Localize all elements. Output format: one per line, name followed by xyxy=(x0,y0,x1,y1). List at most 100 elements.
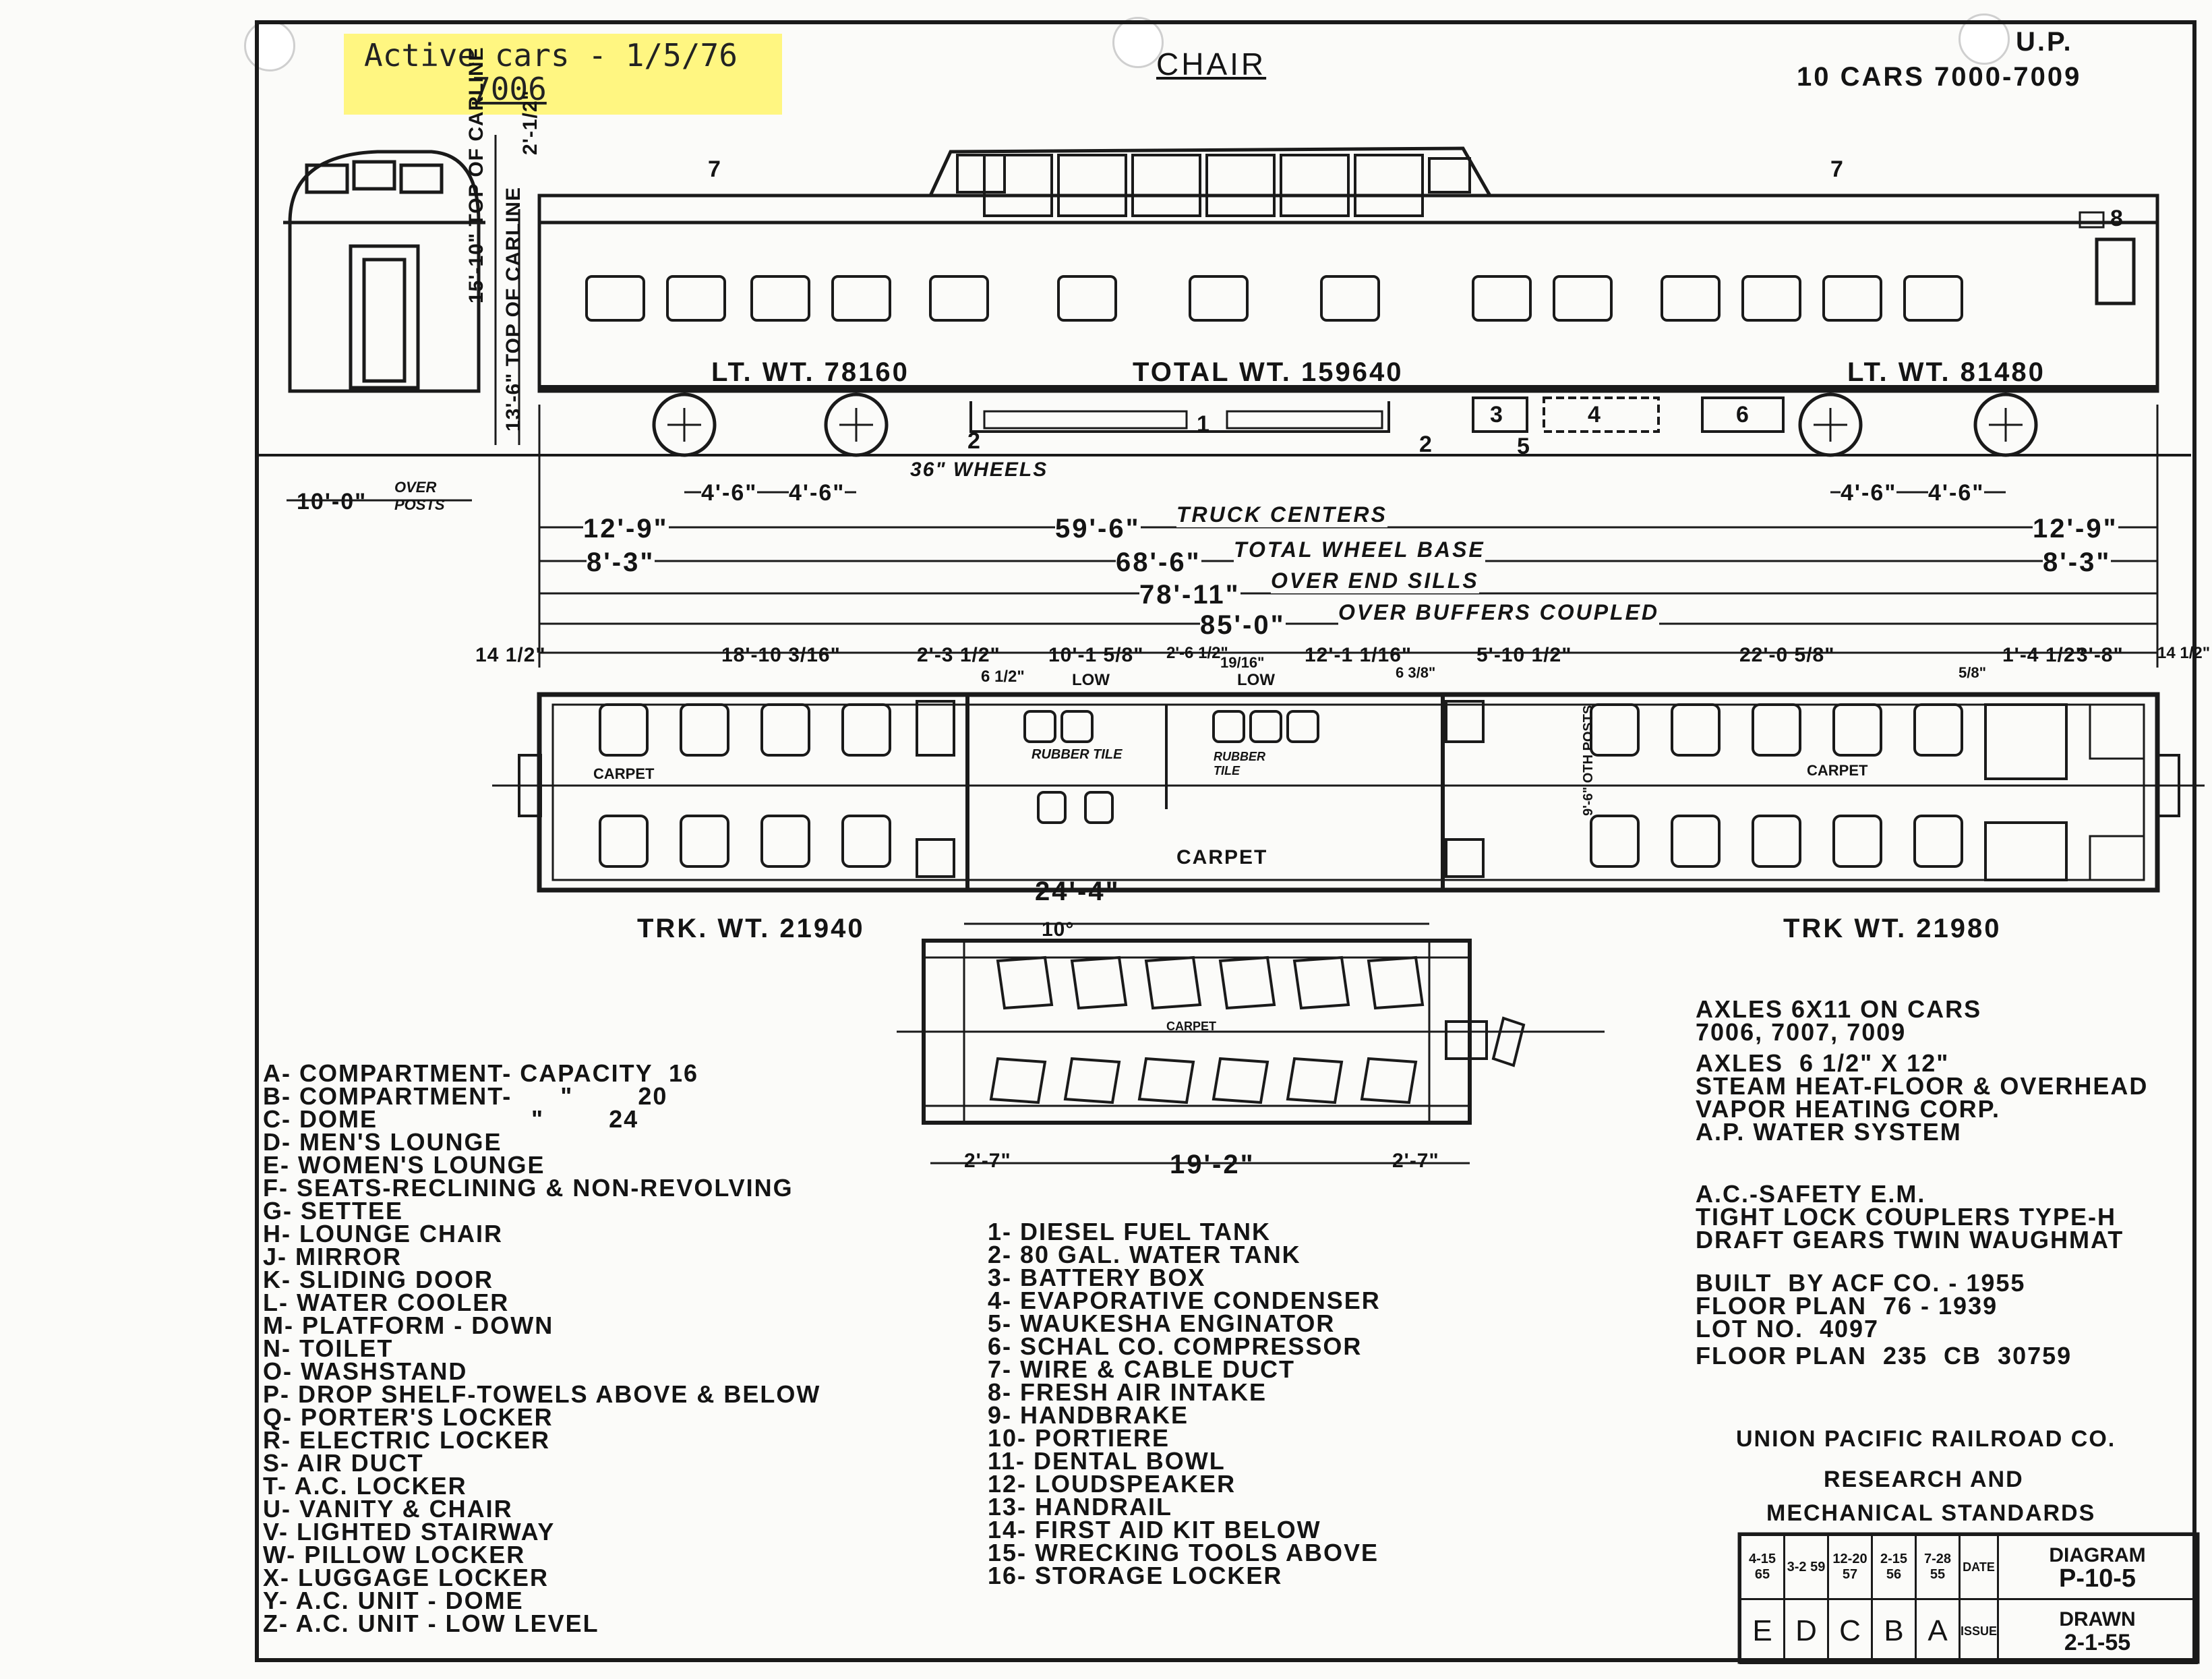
legend-item: N- TOILET xyxy=(263,1334,394,1362)
equipment-item: 11- DENTAL BOWL xyxy=(988,1447,1226,1475)
equipment-item: 16- STORAGE LOCKER xyxy=(988,1562,1283,1589)
dim-end-to-wheel: 8'-3" xyxy=(587,548,655,578)
page-title: CHAIR xyxy=(1156,47,1267,82)
issue-a: A xyxy=(1915,1598,1961,1664)
equipment-item: 9- HANDBRAKE xyxy=(988,1401,1189,1429)
spec-heat: STEAM HEAT-FLOOR & OVERHEAD xyxy=(1696,1072,2149,1100)
dim-f-d: 6 1/2" xyxy=(981,668,1025,686)
legend-item: K- SLIDING DOOR xyxy=(263,1266,494,1293)
dim-truck-centers-label: TRUCK CENTERS xyxy=(1176,502,1387,527)
title-block: 4-15 65 3-2 59 12-20 57 2-15 56 7-28 55 … xyxy=(1739,1534,2198,1664)
drawing-border xyxy=(255,20,2196,1662)
legend-item: V- LIGHTED STAIRWAY xyxy=(263,1518,556,1545)
note-line-1: Active cars - 1/5/76 xyxy=(364,37,738,73)
dim-truck-left-2: 4'-6" xyxy=(789,480,845,506)
dim-over-posts-label: OVER POSTS xyxy=(394,479,445,513)
equipment-item: 3- BATTERY BOX xyxy=(988,1264,1206,1291)
dim-end-sills-label: OVER END SILLS xyxy=(1271,568,1479,593)
company-dept-2: MECHANICAL STANDARDS xyxy=(1766,1500,2096,1526)
end-elevation-outline xyxy=(288,150,481,393)
dim-buffers-label: OVER BUFFERS COUPLED xyxy=(1338,600,1660,625)
spec-floorplan-1: FLOOR PLAN 76 - 1939 xyxy=(1696,1292,1998,1320)
dim-truck-centers: 59'-6" xyxy=(1055,514,1141,544)
dim-dome-length: 24'-4" xyxy=(1035,877,1120,906)
dim-top-carline: 15'-10" TOP OF CARLINE xyxy=(465,47,487,303)
initials: U.P. xyxy=(2016,27,2073,57)
floor-plan-outline xyxy=(492,692,2205,893)
car-body-outline xyxy=(537,194,2159,393)
dim-dome-a: 2'-7" xyxy=(964,1150,1011,1172)
truck-weight-left: TRK. WT. 21940 xyxy=(637,914,865,943)
dim-f-m: 1'-4 1/2" xyxy=(2002,644,2086,666)
dim-small: 2'-1/2" xyxy=(519,90,541,155)
legend-item: L- WATER COOLER xyxy=(263,1289,510,1316)
callout-condenser: 4 xyxy=(1588,402,1602,428)
equipment-item: 13- HANDRAIL xyxy=(988,1493,1173,1521)
dim-end-to-truck-right: 12'-9" xyxy=(2033,514,2118,544)
spec-couplers: TIGHT LOCK COUPLERS TYPE-H xyxy=(1696,1203,2117,1231)
dim-f-e-note: LOW xyxy=(1072,671,1110,689)
side-windows xyxy=(585,275,1963,322)
dim-dome-b: 19'-2" xyxy=(1170,1150,1255,1179)
spec-built: BUILT BY ACF CO. - 1955 xyxy=(1696,1269,2026,1297)
spec-axles-1: AXLES 6X11 ON CARS xyxy=(1696,995,1982,1023)
spec-axles-1b: 7006, 7007, 7009 xyxy=(1696,1018,1907,1046)
wheels xyxy=(652,392,2038,457)
dim-end-to-wheel-right: 8'-3" xyxy=(2043,548,2112,578)
legend-item: F- SEATS-RECLINING & NON-REVOLVING xyxy=(263,1174,794,1202)
dim-f-c: 2'-3 1/2" xyxy=(917,644,1000,666)
equipment-item: 8- FRESH AIR INTAKE xyxy=(988,1378,1267,1406)
end-door xyxy=(349,244,420,390)
dim-top-carline-2: 13'-6" TOP OF CARLINE xyxy=(502,187,525,432)
highlighted-note xyxy=(344,34,782,115)
dim-truck-right-1: 4'-6" xyxy=(1841,480,1897,506)
dim-f-j: 5'-10 1/2" xyxy=(1476,644,1572,666)
truck-weight-right: TRK WT. 21980 xyxy=(1783,914,2002,943)
callout-duct-right: 7 xyxy=(1830,156,1845,182)
equipment-item: 15- WRECKING TOOLS ABOVE xyxy=(988,1539,1379,1566)
dim-truck-left-1: 4'-6" xyxy=(701,480,758,506)
dim-buffers: 85'-0" xyxy=(1200,610,1286,641)
floor-carpet-b: CARPET xyxy=(1807,762,1868,779)
legend-item: M- PLATFORM - DOWN xyxy=(263,1312,554,1339)
car-numbers: 10 CARS 7000-7009 xyxy=(1797,62,2082,92)
legend-item: Q- PORTER'S LOCKER xyxy=(263,1403,554,1431)
company-name: UNION PACIFIC RAILROAD CO. xyxy=(1736,1426,2116,1452)
diagram-cell: DIAGRAM P-10-5 xyxy=(1997,1534,2198,1600)
spec-ac: A.C.-SAFETY E.M. xyxy=(1696,1180,1926,1208)
floor-rubber-tile-d: RUBBER TILE xyxy=(1032,747,1123,762)
legend-item: D- MEN'S LOUNGE xyxy=(263,1128,502,1156)
legend-item: U- VANITY & CHAIR xyxy=(263,1495,513,1523)
spec-lot: LOT NO. 4097 xyxy=(1696,1315,1880,1343)
weight-light-right: LT. WT. 81480 xyxy=(1847,357,2045,387)
seats xyxy=(599,703,1963,868)
dim-truck-right-2: 4'-6" xyxy=(1928,480,1985,506)
callout-enginator: 5 xyxy=(1517,434,1531,459)
legend-item: X- LUGGAGE LOCKER xyxy=(263,1564,549,1591)
floor-carpet-a: CARPET xyxy=(593,765,655,782)
equipment-item: 12- LOUDSPEAKER xyxy=(988,1470,1236,1498)
weight-total: TOTAL WT. 159640 xyxy=(1133,357,1404,387)
dim-wheel-base-label: TOTAL WHEEL BASE xyxy=(1234,537,1485,562)
legend-item: A- COMPARTMENT- CAPACITY 16 xyxy=(263,1059,699,1087)
callout-fuel-tank: 1 xyxy=(1197,411,1211,437)
equipment-item: 2- 80 GAL. WATER TANK xyxy=(988,1241,1301,1268)
binder-hole xyxy=(1112,17,1164,68)
issue-d: D xyxy=(1783,1598,1829,1664)
dome-outline xyxy=(928,146,1492,197)
legend-item: Y- A.C. UNIT - DOME xyxy=(263,1587,524,1614)
dim-f-g: 19/16" xyxy=(1220,654,1265,671)
weight-light-left: LT. WT. 78160 xyxy=(711,357,909,387)
legend-item: B- COMPARTMENT- " 20 xyxy=(263,1082,668,1110)
spec-vapor: VAPOR HEATING CORP. xyxy=(1696,1095,2001,1123)
rev-date-c: 12-20 57 xyxy=(1827,1534,1873,1600)
issue-e: E xyxy=(1739,1598,1785,1664)
legend-item: P- DROP SHELF-TOWELS ABOVE & BELOW xyxy=(263,1380,821,1408)
legend-item: H- LOUNGE CHAIR xyxy=(263,1220,503,1247)
drawn-cell: DRAWN 2-1-55 xyxy=(1997,1598,2198,1664)
end-door-right xyxy=(2095,237,2136,305)
specifications: AXLES 6X11 ON CARS 7006, 7007, 7009 AXLE… xyxy=(1696,995,2149,1368)
legend-item: R- ELECTRIC LOCKER xyxy=(263,1426,550,1454)
issue-b: B xyxy=(1871,1598,1917,1664)
